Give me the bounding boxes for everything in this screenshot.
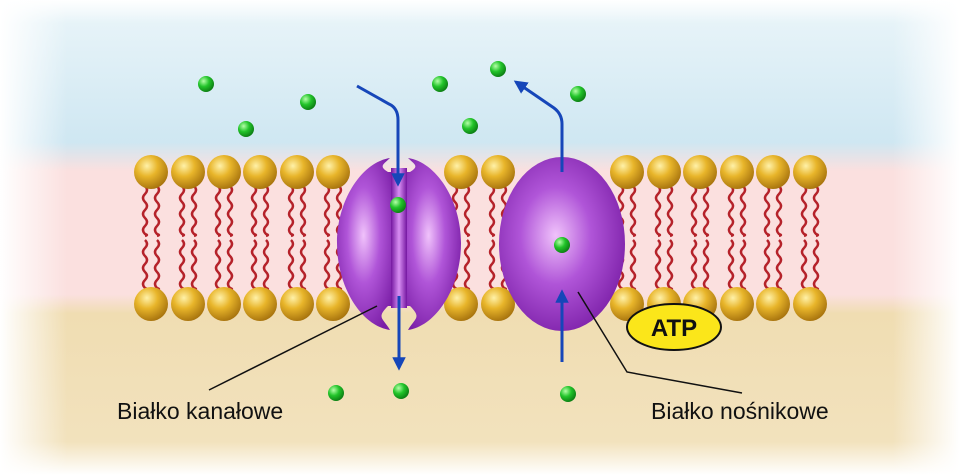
phospholipid-head-icon: [134, 155, 168, 189]
phospholipid-head-icon: [207, 287, 241, 321]
phospholipid-head-icon: [280, 155, 314, 189]
molecule-icon: [570, 86, 586, 102]
phospholipid-head-icon: [756, 287, 790, 321]
phospholipid-head-icon: [683, 155, 717, 189]
phospholipid-head-icon: [444, 155, 478, 189]
molecule-icon: [328, 385, 344, 401]
molecule-icon: [393, 383, 409, 399]
phospholipid-head-icon: [171, 287, 205, 321]
phospholipid-head-icon: [316, 287, 350, 321]
phospholipid-head-icon: [243, 155, 277, 189]
atp-badge: ATP: [626, 303, 722, 351]
phospholipid-head-icon: [610, 155, 644, 189]
molecule-icon: [238, 121, 254, 137]
molecule-icon: [554, 237, 570, 253]
phospholipid-head-icon: [171, 155, 205, 189]
phospholipid-head-icon: [243, 287, 277, 321]
channel-protein-label: Białko kanałowe: [117, 398, 283, 424]
molecule-icon: [432, 76, 448, 92]
phospholipid-head-icon: [720, 155, 754, 189]
molecule-icon: [390, 197, 406, 213]
phospholipid-head-icon: [720, 287, 754, 321]
molecule-icon: [490, 61, 506, 77]
phospholipid-head-icon: [647, 155, 681, 189]
phospholipid-head-icon: [134, 287, 168, 321]
phospholipid-head-icon: [756, 155, 790, 189]
atp-label: ATP: [651, 315, 697, 342]
molecule-icon: [462, 118, 478, 134]
molecule-icon: [560, 386, 576, 402]
phospholipid-head-icon: [280, 287, 314, 321]
phospholipid-head-icon: [481, 155, 515, 189]
molecule-icon: [198, 76, 214, 92]
phospholipid-head-icon: [793, 155, 827, 189]
phospholipid-head-icon: [793, 287, 827, 321]
carrier-protein-label: Białko nośnikowe: [651, 398, 829, 424]
phospholipid-head-icon: [316, 155, 350, 189]
channel-pore: [391, 168, 407, 308]
molecule-icon: [300, 94, 316, 110]
phospholipid-head-icon: [207, 155, 241, 189]
